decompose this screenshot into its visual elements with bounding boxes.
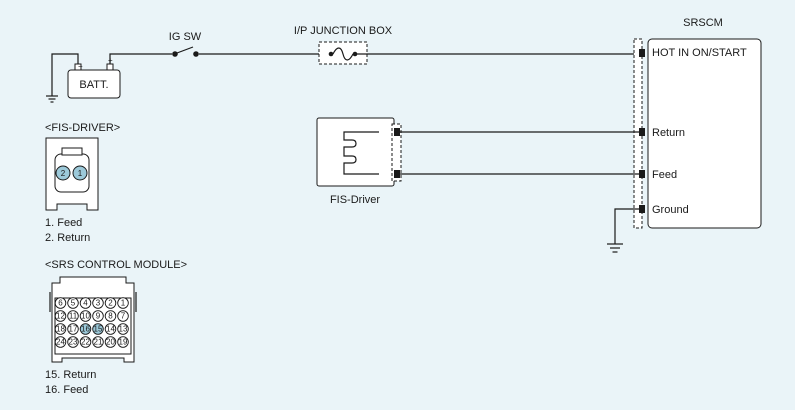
- srs-pin-label: 12: [56, 312, 65, 321]
- srscm-label: SRSCM: [683, 17, 723, 29]
- srs-connector-title: <SRS CONTROL MODULE>: [45, 259, 187, 271]
- srs-pin-label: 8: [108, 312, 113, 321]
- svg-text:2: 2: [61, 169, 66, 178]
- srs-pin-label: 21: [94, 338, 103, 347]
- srs-pin-label: 20: [106, 338, 115, 347]
- srs-pin-20: [104, 336, 117, 348]
- srs-pin-label: 17: [69, 325, 78, 334]
- srs-pin-4: [79, 297, 92, 309]
- srs-pin-label: 24: [56, 338, 65, 347]
- jbox-label: I/P JUNCTION BOX: [294, 25, 393, 37]
- srs-pin-16: [79, 323, 92, 335]
- battery-box: [67, 69, 121, 99]
- srs-pin-22: [79, 336, 92, 348]
- svg-text:−: −: [78, 62, 83, 71]
- battery-ground-wire: [51, 53, 79, 96]
- srs-pin-5: [67, 297, 79, 309]
- srs-pin-label: 5: [71, 299, 76, 308]
- srs-pin-label: 2: [108, 299, 113, 308]
- srs-pin-23: [67, 336, 79, 348]
- fis-name-label: FIS-Driver: [330, 194, 380, 206]
- srs-pin-3: [92, 297, 104, 309]
- srs-pin-label: 15: [94, 325, 103, 334]
- srs-pin-18: [54, 323, 67, 335]
- srs-pin-label: 6: [58, 299, 63, 308]
- srs-pin-9: [92, 310, 104, 322]
- ig-sw-label: IG SW: [169, 31, 202, 43]
- fis-pin2-label: 2. Return: [45, 232, 90, 244]
- srs-pin-6: [54, 297, 67, 309]
- srs-pin-label: 18: [56, 325, 65, 334]
- srs-pin-7: [117, 310, 129, 322]
- srs-pin-12: [54, 310, 67, 322]
- srs-pin-label: 7: [121, 312, 126, 321]
- return-pin-label: Return: [652, 127, 685, 139]
- hot-pin-label: HOT IN ON/START: [652, 47, 747, 59]
- srs-pin-label: 13: [119, 325, 128, 334]
- srs-pin-1: [117, 297, 129, 309]
- srscm-ground-wire: [614, 208, 640, 244]
- battery-label: BATT.: [79, 79, 108, 91]
- srs-pin-14: [104, 323, 117, 335]
- svg-text:1: 1: [78, 169, 83, 178]
- srs-pin-label: 11: [69, 312, 78, 321]
- srs-pin-15: [92, 323, 104, 335]
- fis-connector-title: <FIS-DRIVER>: [45, 122, 120, 134]
- fis-pin-1: [72, 165, 88, 181]
- fis-driver: FIS-Driver: [316, 117, 402, 206]
- battery-positive-wire: [109, 53, 172, 64]
- srs-pin-10: [79, 310, 92, 322]
- fuse-icon: [332, 47, 354, 61]
- srs-pin-label: 1: [121, 299, 126, 308]
- srs-pin-11: [67, 310, 79, 322]
- srs-pin-label: 22: [81, 338, 90, 347]
- battery-ground-symbol: [46, 95, 58, 103]
- srs-pin-19: [117, 336, 129, 348]
- squib-icon: [343, 131, 379, 175]
- srs-pin-8: [104, 310, 117, 322]
- fis-pin-2: [55, 165, 71, 181]
- srs-pin-label: 9: [96, 312, 101, 321]
- srs-pin15-label: 15. Return: [45, 369, 96, 381]
- srscm-ground-symbol: [607, 243, 623, 253]
- fis-connector: 2 1: [45, 137, 99, 211]
- srs-pin-label: 19: [119, 338, 128, 347]
- srs-pin-label: 16: [81, 325, 90, 334]
- srs-pin-21: [92, 336, 104, 348]
- srs-pin-label: 3: [96, 299, 101, 308]
- ground-pin-label: Ground: [652, 204, 689, 216]
- srscm-module: SRSCM HOT IN ON/START Return Feed Ground: [633, 17, 762, 229]
- srs-pin-label: 14: [106, 325, 115, 334]
- srs-pin-13: [117, 323, 129, 335]
- srs-pin16-label: 16. Feed: [45, 384, 88, 396]
- ignition-switch: IG SW: [169, 31, 202, 57]
- feed-pin-label: Feed: [652, 169, 677, 181]
- srs-pin-label: 23: [69, 338, 78, 347]
- srs-pin-24: [54, 336, 67, 348]
- srs-pin-2: [104, 297, 117, 309]
- srs-pin-17: [67, 323, 79, 335]
- battery: − + BATT.: [67, 56, 121, 99]
- srs-pin-label: 4: [83, 299, 88, 308]
- srs-pin-label: 10: [81, 312, 90, 321]
- junction-box: I/P JUNCTION BOX: [294, 25, 393, 65]
- fis-pin1-label: 1. Feed: [45, 217, 82, 229]
